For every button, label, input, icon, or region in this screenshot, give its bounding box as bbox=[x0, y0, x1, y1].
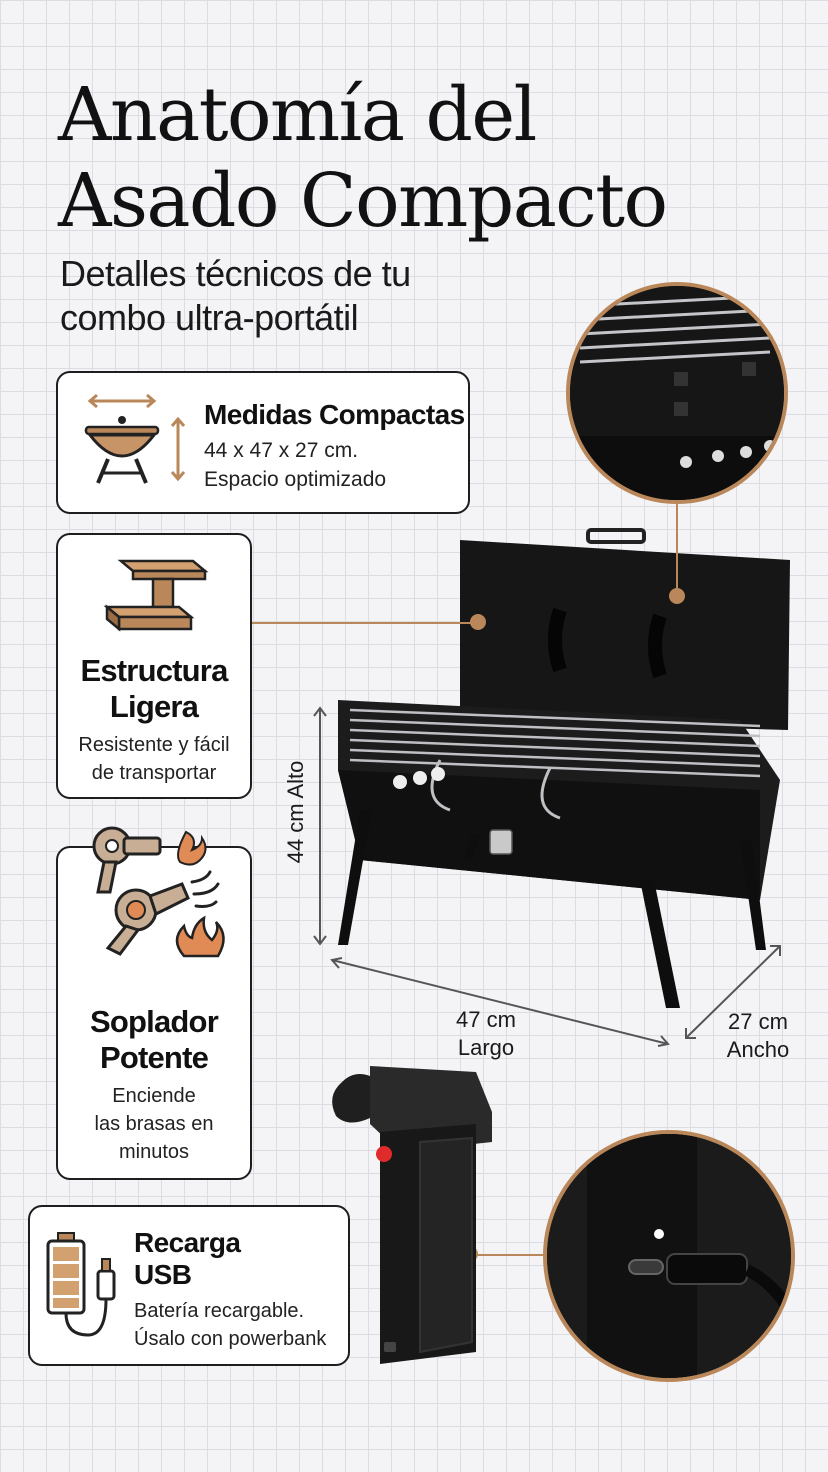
dimension-width-label: 27 cm Ancho bbox=[708, 1008, 808, 1064]
blower-illustration bbox=[332, 1066, 492, 1364]
dimension-length-name: Largo bbox=[457, 1035, 515, 1060]
dimension-height-label: 44 cm Alto bbox=[283, 760, 308, 864]
estructura-title-line-2: Ligera bbox=[109, 689, 199, 724]
card-soplador: Soplador Potente Enciende las brasas en … bbox=[56, 826, 252, 1180]
recarga-title: Recarga USB bbox=[134, 1227, 241, 1291]
card-recarga: Recarga USB Batería recargable. Úsalo co… bbox=[28, 1205, 350, 1366]
soplador-line-1: Enciende bbox=[112, 1085, 196, 1107]
card-medidas: Medidas Compactas 44 x 47 x 27 cm. Espac… bbox=[56, 371, 470, 514]
dimension-width-name: Ancho bbox=[726, 1037, 790, 1062]
usb-detail-image bbox=[547, 1134, 791, 1378]
estructura-desc: Resistente y fácil de transportar bbox=[58, 731, 250, 787]
grate-detail-image bbox=[570, 286, 784, 500]
estructura-line-1: Resistente y fácil bbox=[78, 734, 230, 756]
leader-dot-detail-top bbox=[669, 588, 685, 604]
recarga-title-line-1: Recarga bbox=[134, 1227, 241, 1258]
page-title: Anatomía del Asado Compacto bbox=[58, 72, 668, 244]
grate-detail-circle bbox=[566, 282, 788, 504]
subtitle-line-2: combo ultra-portátil bbox=[60, 297, 359, 338]
medidas-title: Medidas Compactas bbox=[204, 399, 465, 430]
dimension-length-label: 47 cm Largo bbox=[436, 1006, 536, 1062]
estructura-title: Estructura Ligera bbox=[58, 653, 250, 725]
page-subtitle: Detalles técnicos de tu combo ultra-port… bbox=[60, 252, 411, 340]
leader-detail-usb bbox=[472, 1254, 546, 1256]
usb-detail-circle bbox=[543, 1130, 795, 1382]
soplador-title-line-1: Soplador bbox=[90, 1004, 219, 1039]
title-line-1: Anatomía del bbox=[58, 72, 537, 158]
dimension-length-value: 47 cm bbox=[456, 1007, 516, 1032]
dimension-width-value: 27 cm bbox=[728, 1009, 788, 1034]
estructura-line-2: de transportar bbox=[91, 762, 217, 784]
leader-estructura bbox=[252, 622, 478, 624]
recarga-line-1: Batería recargable. bbox=[134, 1300, 305, 1322]
soplador-line-2: las brasas en bbox=[94, 1113, 214, 1135]
blower-flame-icon bbox=[92, 826, 225, 958]
soplador-line-3: minutos bbox=[118, 1141, 190, 1163]
recarga-desc: Batería recargable. Úsalo con powerbank bbox=[134, 1297, 326, 1353]
card-estructura: Estructura Ligera Resistente y fácil de … bbox=[56, 533, 252, 799]
leader-dot-estructura bbox=[470, 614, 486, 630]
grill-dimensions-icon bbox=[84, 393, 186, 484]
estructura-title-line-1: Estructura bbox=[80, 653, 228, 688]
soplador-desc: Enciende las brasas en minutos bbox=[58, 1082, 250, 1166]
title-line-2: Asado Compacto bbox=[58, 158, 668, 244]
leader-detail-top bbox=[676, 490, 678, 596]
battery-usb-icon bbox=[46, 1232, 116, 1337]
recarga-title-line-2: USB bbox=[134, 1259, 192, 1290]
subtitle-line-1: Detalles técnicos de tu bbox=[60, 253, 411, 294]
medidas-line-1: 44 x 47 x 27 cm. bbox=[204, 439, 359, 462]
steel-beam-icon bbox=[103, 559, 209, 632]
soplador-title: Soplador Potente bbox=[58, 1004, 250, 1076]
grill-illustration bbox=[338, 528, 790, 1008]
recarga-line-2: Úsalo con powerbank bbox=[134, 1328, 327, 1350]
medidas-line-2: Espacio optimizado bbox=[204, 468, 387, 491]
soplador-title-line-2: Potente bbox=[99, 1040, 209, 1075]
